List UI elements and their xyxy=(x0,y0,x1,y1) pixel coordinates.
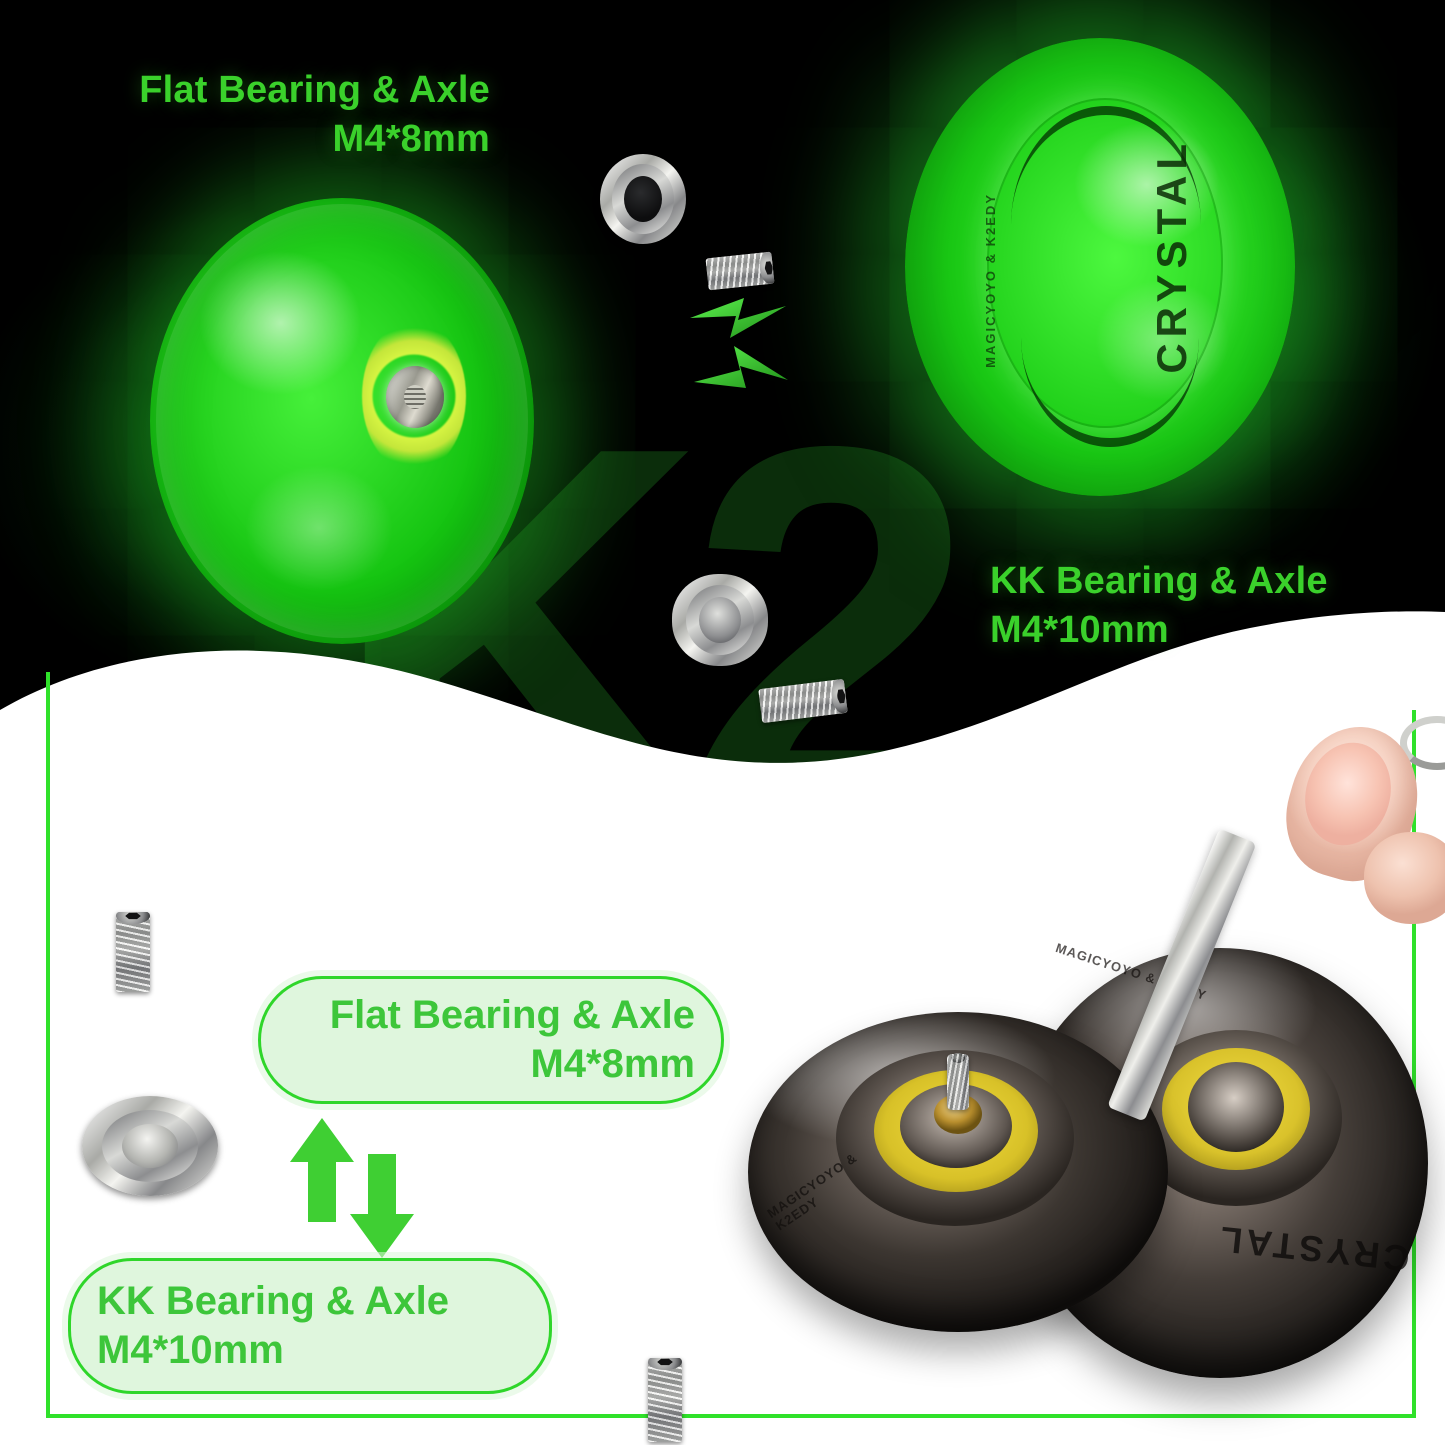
flat-bearing-part-top xyxy=(600,154,686,244)
green-border-frame-left-tail xyxy=(46,672,50,792)
yoyo-bearing-cavity xyxy=(1188,1062,1284,1152)
bearing-bore xyxy=(122,1124,178,1168)
screw-threads xyxy=(116,912,150,992)
pill-kk-line1: KK Bearing & Axle xyxy=(97,1279,449,1324)
chrome-yoyo-half-front: MAGICYOYO & K2EDY xyxy=(748,1012,1168,1332)
pill-kk-text: KK Bearing & Axle M4*10mm xyxy=(71,1277,549,1375)
engraved-arc-bottom xyxy=(1021,338,1199,447)
engraved-arc-top xyxy=(1011,106,1201,225)
up-down-swap-arrows-icon xyxy=(290,1118,414,1258)
kk-bearing-part-top xyxy=(672,574,768,666)
crystal-engraving: CRYSTAL xyxy=(1214,1218,1412,1280)
finger-knuckle xyxy=(1364,832,1445,924)
pill-flat-bearing: Flat Bearing & Axle M4*8mm xyxy=(258,976,724,1104)
top-label-flat-line1: Flat Bearing & Axle xyxy=(139,69,490,111)
axle-center-icon xyxy=(386,366,444,428)
pill-flat-line2: M4*8mm xyxy=(530,1042,695,1086)
top-label-kk-line2: M4*10mm xyxy=(990,608,1169,651)
screw-threads xyxy=(648,1358,682,1442)
hex-socket-head xyxy=(116,912,150,924)
top-label-flat-line2: M4*8mm xyxy=(332,117,490,160)
protruding-axle-stud xyxy=(947,1053,969,1110)
glow-green-yoyo-half-back: CRYSTAL MAGICYOYO & K2EDY xyxy=(905,38,1295,496)
pill-kk-bearing: KK Bearing & Axle M4*10mm xyxy=(68,1258,552,1394)
m4-8mm-axle-part-top xyxy=(705,251,775,291)
top-label-kk-bearing: KK Bearing & Axle M4*10mm xyxy=(990,557,1410,654)
double-arrow-swap-icon xyxy=(690,298,788,388)
brand-engraving: MAGICYOYO & K2EDY xyxy=(983,193,998,368)
crystal-engraving: CRYSTAL xyxy=(1148,138,1195,374)
m4-10mm-axle-part-bottom xyxy=(648,1358,682,1442)
glow-green-yoyo-half-front xyxy=(150,198,534,644)
top-label-flat-bearing: Flat Bearing & Axle M4*8mm xyxy=(132,66,490,163)
hand-holding-tool xyxy=(1271,711,1445,924)
dark-section: K2 CRYSTAL MAGICYOYO & K2EDY xyxy=(0,0,1445,790)
hex-socket-head xyxy=(648,1358,682,1370)
pill-flat-line1: Flat Bearing & Axle xyxy=(329,993,695,1038)
wave-divider xyxy=(0,611,1445,790)
ring-icon xyxy=(1400,716,1445,770)
bearing-bore xyxy=(699,597,741,643)
bearing-bore xyxy=(624,176,662,222)
top-label-kk-line1: KK Bearing & Axle xyxy=(990,560,1328,602)
wheel-rim xyxy=(156,204,528,638)
flat-bearing-part-bottom xyxy=(82,1096,218,1196)
pill-kk-line2: M4*10mm xyxy=(97,1328,284,1372)
pill-flat-text: Flat Bearing & Axle M4*8mm xyxy=(261,991,721,1089)
m4-8mm-axle-part-bottom xyxy=(116,912,150,992)
